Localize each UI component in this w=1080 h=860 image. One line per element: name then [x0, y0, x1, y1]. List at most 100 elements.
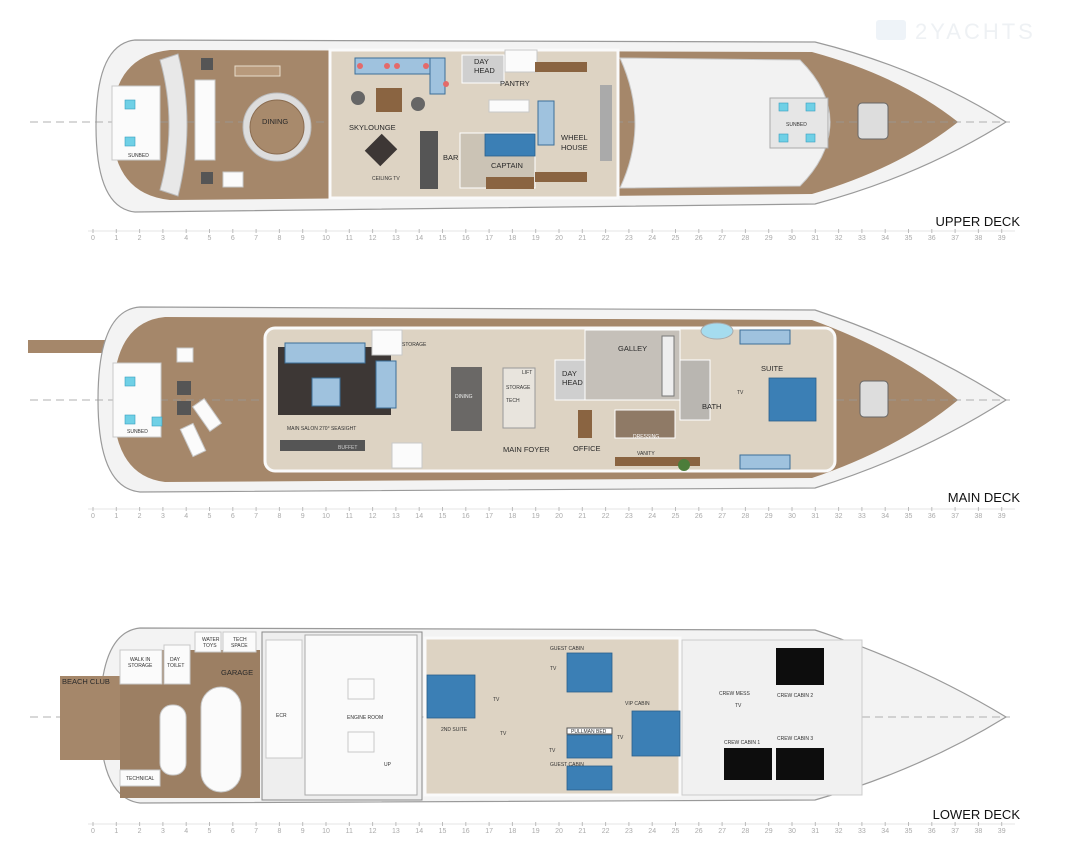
ruler-label: 0 — [91, 828, 95, 835]
office-desk[interactable] — [578, 410, 592, 438]
helm-console[interactable] — [600, 85, 612, 161]
second-suite-bed[interactable] — [426, 674, 476, 719]
label-garage: GARAGE — [221, 668, 253, 677]
suite-bed[interactable] — [768, 377, 817, 422]
label-captain: CAPTAIN — [491, 161, 523, 170]
beach-club-platform[interactable] — [60, 676, 122, 760]
label-crew-tv: TV — [735, 703, 742, 709]
ruler-label: 20 — [555, 828, 563, 835]
guest-cabin-bed-2a[interactable] — [566, 734, 613, 759]
tender[interactable] — [200, 686, 242, 793]
ruler-label: 22 — [602, 828, 610, 835]
coffee-table[interactable] — [376, 88, 402, 112]
guest-cabin-bed-2b[interactable] — [566, 765, 613, 791]
ruler-label: 14 — [415, 828, 423, 835]
sun-lounger[interactable] — [191, 398, 223, 432]
ruler-label: 5 — [208, 235, 212, 242]
ruler-label: 35 — [905, 235, 913, 242]
label-tech-space-2: SPACE — [231, 643, 248, 649]
label-storage-2: STORAGE — [506, 385, 531, 391]
crew-cabin-3-bunk — [776, 748, 824, 780]
game-table[interactable] — [364, 133, 398, 167]
guest-cabin-bed[interactable] — [566, 652, 613, 693]
label-day-head-1: DAY — [474, 57, 489, 66]
ruler-label: 6 — [231, 513, 235, 520]
ruler-label: 19 — [532, 828, 540, 835]
armchair[interactable] — [351, 91, 365, 105]
label-main-foyer: MAIN FOYER — [503, 445, 550, 454]
label-galley: GALLEY — [618, 344, 647, 353]
ruler-label: 24 — [648, 235, 656, 242]
vip-cabin-bed[interactable] — [631, 710, 681, 757]
passerelle[interactable] — [28, 340, 108, 353]
ruler-label: 29 — [765, 828, 773, 835]
ruler-label: 3 — [161, 513, 165, 520]
ruler-label: 24 — [648, 828, 656, 835]
ruler-label: 34 — [881, 828, 889, 835]
jacuzzi[interactable] — [700, 322, 734, 340]
label-storage-1: STORAGE — [402, 342, 427, 348]
armchair[interactable] — [411, 97, 425, 111]
ruler-label: 3 — [161, 235, 165, 242]
ruler-label: 25 — [672, 513, 680, 520]
ruler-label: 2 — [138, 828, 142, 835]
anchor-windlass — [857, 102, 889, 140]
bath-room — [679, 359, 711, 421]
dining-table-main[interactable] — [451, 367, 482, 431]
ruler-label: 9 — [301, 513, 305, 520]
sun-lounger[interactable] — [179, 422, 207, 458]
ruler-label: 12 — [369, 828, 377, 835]
label-tv-2: TV — [550, 666, 557, 672]
label-crew-cabin-2: CREW CABIN 2 — [777, 693, 813, 699]
suite-bench[interactable] — [739, 454, 791, 470]
ruler-label: 23 — [625, 235, 633, 242]
salon-sofa[interactable] — [284, 342, 366, 364]
pillow-icon — [778, 133, 789, 143]
day-head-main — [554, 359, 586, 401]
pullman-bed[interactable] — [566, 727, 613, 735]
armchair[interactable] — [222, 171, 244, 188]
wheelhouse-sofa[interactable] — [537, 100, 555, 146]
hatch — [234, 65, 281, 77]
bar-counter[interactable] — [420, 131, 438, 189]
ruler-label: 4 — [184, 513, 188, 520]
label-guest-cabin-2: GUEST CABIN — [550, 762, 584, 768]
ruler-label: 27 — [718, 828, 726, 835]
ruler-label: 23 — [625, 513, 633, 520]
dining-table[interactable] — [242, 92, 312, 162]
skylounge-sofa-return[interactable] — [429, 57, 446, 95]
label-engine-room: ENGINE ROOM — [347, 715, 383, 721]
planter-icon — [177, 401, 191, 415]
label-day-head-2: HEAD — [474, 66, 495, 75]
ruler-label: 30 — [788, 513, 796, 520]
ruler-label: 17 — [485, 513, 493, 520]
armchair[interactable] — [176, 347, 194, 363]
suite-bench[interactable] — [739, 329, 791, 345]
captain-bed[interactable] — [484, 133, 536, 157]
salon-ottoman[interactable] — [311, 377, 341, 407]
jet-ski[interactable] — [159, 704, 187, 776]
ruler-label: 16 — [462, 828, 470, 835]
ruler-label: 33 — [858, 513, 866, 520]
ruler-label: 30 — [788, 235, 796, 242]
sunbed-aft[interactable] — [111, 85, 161, 161]
lower-deck-title: LOWER DECK — [933, 807, 1021, 822]
pillow-icon — [124, 136, 136, 147]
captain-desk — [486, 177, 534, 189]
ruler-label: 21 — [578, 235, 586, 242]
ruler-label: 12 — [369, 235, 377, 242]
label-tv-4: TV — [549, 748, 556, 754]
ruler-label: 28 — [742, 513, 750, 520]
label-crew-mess: CREW MESS — [719, 691, 751, 697]
pantry-counter — [488, 99, 530, 113]
salon-sofa-side[interactable] — [375, 360, 397, 409]
label-tv-3: TV — [617, 735, 624, 741]
label-dining-main: DINING — [455, 394, 473, 400]
tech-space — [222, 631, 257, 653]
label-office: OFFICE — [573, 444, 601, 453]
technical-room — [119, 769, 161, 787]
aft-sofa[interactable] — [194, 79, 216, 161]
engine-room — [304, 634, 418, 796]
